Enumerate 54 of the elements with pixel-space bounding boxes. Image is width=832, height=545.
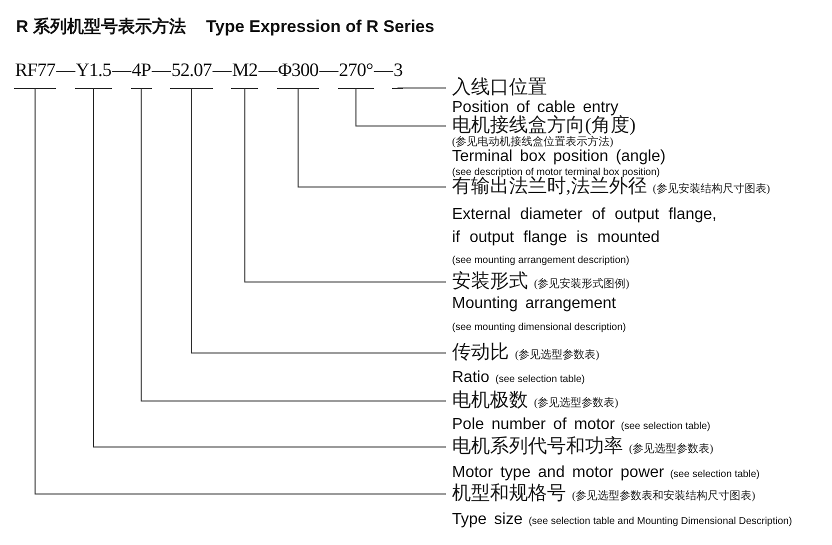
reference-note: (参见安装结构尺寸图表) bbox=[652, 182, 770, 196]
description-text: Motor type and motor power bbox=[452, 463, 664, 483]
reference-note: (参见选型参数表) bbox=[515, 348, 600, 362]
leader-line bbox=[140, 88, 446, 402]
description-text: 传动比 bbox=[452, 342, 509, 364]
code-segment: Φ300 bbox=[276, 60, 320, 89]
description-text: Type size bbox=[452, 510, 523, 530]
separator-dash: — bbox=[112, 60, 131, 82]
leader-line bbox=[34, 88, 446, 494]
reference-note: (see mounting arrangement description) bbox=[452, 254, 630, 268]
reference-note: (see selection table) bbox=[670, 468, 760, 482]
code-segment: 270° bbox=[338, 60, 374, 89]
reference-note: (see selection table) bbox=[495, 373, 585, 387]
reference-note: (see mounting dimensional description) bbox=[452, 321, 626, 335]
reference-note: (参见选型参数表) bbox=[629, 442, 714, 456]
description-text: 安装形式 bbox=[452, 271, 528, 293]
description-text: External diameter of output flange, if output flange is mounted bbox=[452, 205, 718, 248]
reference-note: (see selection table) bbox=[620, 420, 710, 434]
separator-dash: — bbox=[374, 60, 392, 82]
reference-note: (see selection table and Mounting Dimensional Description) bbox=[528, 515, 792, 529]
reference-note: (参见选型参数表) bbox=[534, 396, 618, 410]
code-segment: 52.07 bbox=[170, 60, 213, 89]
code-segment: Y1.5 bbox=[74, 60, 112, 89]
description-text: Pole number of motor bbox=[452, 415, 615, 435]
separator-dash: — bbox=[319, 60, 338, 82]
description-text: Mounting arrangement bbox=[452, 294, 616, 314]
leader-line bbox=[397, 88, 446, 90]
code-segment: 3 bbox=[392, 60, 404, 89]
title: R 系列机型号表示方法 bbox=[16, 16, 186, 38]
description-text: Ratio bbox=[452, 368, 490, 388]
separator-dash: — bbox=[212, 60, 232, 82]
reference-note: (参见选型参数表和安装结构尺寸图表) bbox=[572, 489, 756, 503]
code-segment: RF77 bbox=[14, 60, 56, 89]
leader-line bbox=[190, 88, 446, 354]
description-text: 有输出法兰时,法兰外径 bbox=[452, 176, 647, 198]
title: Type Expression of R Series bbox=[206, 16, 434, 38]
reference-note: (参见安装形式图例) bbox=[534, 277, 630, 291]
leader-line bbox=[298, 88, 446, 188]
description-text: 机型和规格号 bbox=[452, 483, 566, 505]
separator-dash: — bbox=[56, 60, 75, 82]
description-text: 电机系列代号和功率 bbox=[452, 436, 623, 458]
reference-note: (参见电动机接线盒位置表示方法) bbox=[452, 135, 614, 149]
separator-dash: — bbox=[152, 60, 170, 82]
description-text: 入线口位置 bbox=[452, 77, 547, 99]
leader-line bbox=[355, 88, 446, 126]
description-text: Position of cable entry bbox=[452, 98, 618, 116]
code-segment: M2 bbox=[231, 60, 258, 89]
description-text: 电机接线盒方向(角度) bbox=[452, 115, 636, 136]
code-segment: 4P bbox=[130, 60, 152, 89]
leader-line bbox=[244, 88, 446, 282]
leader-line bbox=[93, 88, 446, 448]
description-text: Terminal box position (angle) bbox=[452, 148, 666, 167]
separator-dash: — bbox=[258, 60, 277, 82]
description-text: 电机极数 bbox=[452, 390, 528, 412]
